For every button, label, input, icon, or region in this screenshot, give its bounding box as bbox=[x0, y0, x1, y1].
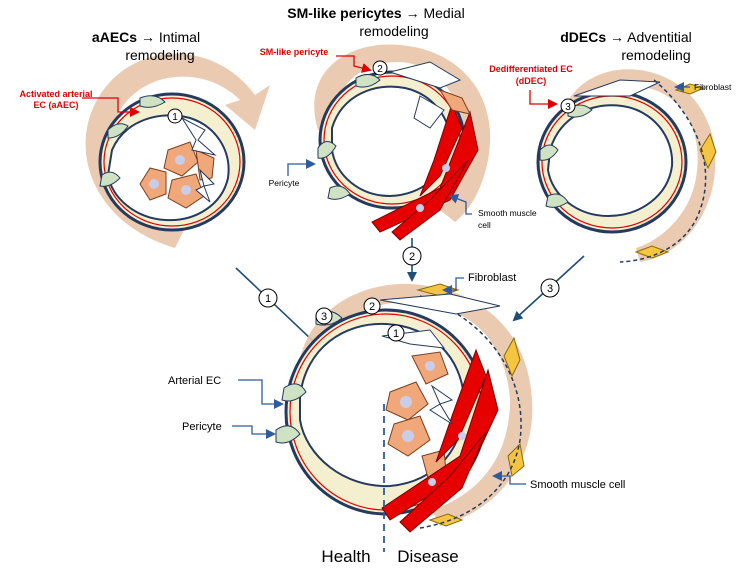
connector-2-badge bbox=[402, 246, 422, 266]
connector-2-number: 2 bbox=[409, 251, 415, 263]
combined-step-1-number: 1 bbox=[393, 328, 399, 340]
aaec-callout-line1: Activated arterial bbox=[19, 89, 92, 99]
panel-intimal: 1 aAECs → Intimal remodeling Activated a… bbox=[19, 29, 270, 248]
intimal-step-number: 1 bbox=[172, 112, 178, 123]
medial-pericyte-cell bbox=[327, 185, 351, 200]
combined-arterial-ec-arrow bbox=[238, 379, 284, 409]
medial-pericyte-label: Pericyte bbox=[269, 178, 300, 188]
aaec-callout-line2: EC (aAEC) bbox=[33, 100, 78, 110]
intimal-elastic-lamina bbox=[103, 97, 241, 227]
adventitial-pericyte-cell bbox=[539, 144, 559, 161]
combined-pericyte-cell bbox=[275, 425, 301, 444]
combined-collagen-fibers bbox=[419, 295, 522, 529]
intimal-heading-line2: remodeling bbox=[125, 47, 194, 63]
adventitial-heading-line1: dDECs → Adventitial bbox=[560, 29, 692, 45]
medial-pericyte-cell bbox=[317, 141, 337, 159]
sm-like-pericyte-callout: SM-like pericyte bbox=[260, 47, 329, 57]
medial-heading-line2: remodeling bbox=[359, 23, 428, 39]
medial-step-badge bbox=[372, 60, 388, 76]
combined-step-3-number: 3 bbox=[321, 311, 327, 323]
panel-medial: 2 SM-like pericytes → Medial remodeling … bbox=[260, 5, 537, 241]
combined-step-2-badge bbox=[363, 297, 381, 315]
intimal-step-badge bbox=[167, 108, 183, 124]
combined-pericyte-label: Pericyte bbox=[182, 421, 222, 433]
panel-combined: 3 2 1 Fibroblast Arterial EC Pericyte Sm… bbox=[168, 272, 625, 566]
adventitial-step-number: 3 bbox=[565, 102, 571, 113]
combined-orange-cells bbox=[385, 351, 449, 479]
combined-step-3-badge bbox=[315, 307, 333, 325]
ddec-callout-line1: Dedifferentiated EC bbox=[489, 64, 573, 74]
connector-1-badge bbox=[258, 288, 278, 308]
intimal-migration-arrow bbox=[195, 168, 216, 203]
combined-pericyte-arrow bbox=[232, 425, 276, 439]
combined-step-2-number: 2 bbox=[369, 301, 375, 313]
disease-label: Disease bbox=[397, 547, 458, 566]
panel-adventitial: 3 dDECs → Adventitial remodeling Dediffe… bbox=[489, 29, 732, 263]
adventitial-collagen-fibers bbox=[619, 79, 707, 263]
ddec-callout-line2: (dDEC) bbox=[516, 76, 547, 86]
ddec-callout-arrow bbox=[529, 90, 558, 109]
medial-step-number: 2 bbox=[377, 64, 383, 75]
health-label: Health bbox=[321, 547, 370, 566]
medial-smc-label-line1: Smooth muscle bbox=[478, 208, 537, 218]
connector-3-badge bbox=[540, 278, 560, 298]
intimal-migration-arrow bbox=[180, 116, 217, 156]
combined-fibroblast-label: Fibroblast bbox=[468, 272, 516, 284]
intimal-heading-line1: aAECs → Intimal bbox=[92, 29, 200, 45]
medial-smc-label-line2: cell bbox=[478, 220, 491, 230]
combined-migration-arrow bbox=[429, 384, 454, 425]
connector-1-number: 1 bbox=[265, 293, 271, 305]
aaec-callout-arrow bbox=[82, 97, 140, 117]
adventitial-transition-arrow bbox=[573, 79, 661, 97]
combined-smc-label: Smooth muscle cell bbox=[530, 479, 625, 491]
combined-arterial-ec-label: Arterial EC bbox=[168, 375, 221, 387]
adventitial-step-badge bbox=[560, 98, 576, 114]
sm-like-pericyte-arrow bbox=[336, 55, 372, 73]
combined-smooth-muscle-cells bbox=[381, 348, 499, 533]
combined-transition-arrow bbox=[379, 293, 501, 315]
combined-smc-arrow bbox=[492, 471, 526, 485]
combined-fibroblast-arrow bbox=[442, 277, 464, 295]
intimal-pericyte-cell bbox=[107, 123, 129, 139]
combined-arterial-ec-cell bbox=[281, 383, 307, 402]
adventitial-heading-line2: remodeling bbox=[621, 47, 690, 63]
medial-smooth-muscle-cells bbox=[371, 102, 479, 241]
medial-smc-arrow bbox=[448, 194, 472, 215]
intimal-orange-cells bbox=[139, 141, 215, 209]
adventitial-fibroblast-label: Fibroblast bbox=[694, 82, 732, 92]
medial-heading-line1: SM-like pericytes → Medial bbox=[287, 5, 464, 21]
connector-3-number: 3 bbox=[547, 283, 553, 295]
intimal-pericyte-cell bbox=[139, 95, 166, 108]
adventitial-pericyte-cell bbox=[545, 193, 569, 208]
intimal-pericyte-cell bbox=[99, 171, 121, 187]
combined-step-1-badge bbox=[387, 324, 405, 342]
adventitial-lumen bbox=[546, 104, 674, 218]
medial-transition-cells bbox=[388, 61, 471, 129]
medial-pericyte-arrow bbox=[287, 159, 316, 176]
medial-pericyte-cell bbox=[355, 74, 381, 88]
